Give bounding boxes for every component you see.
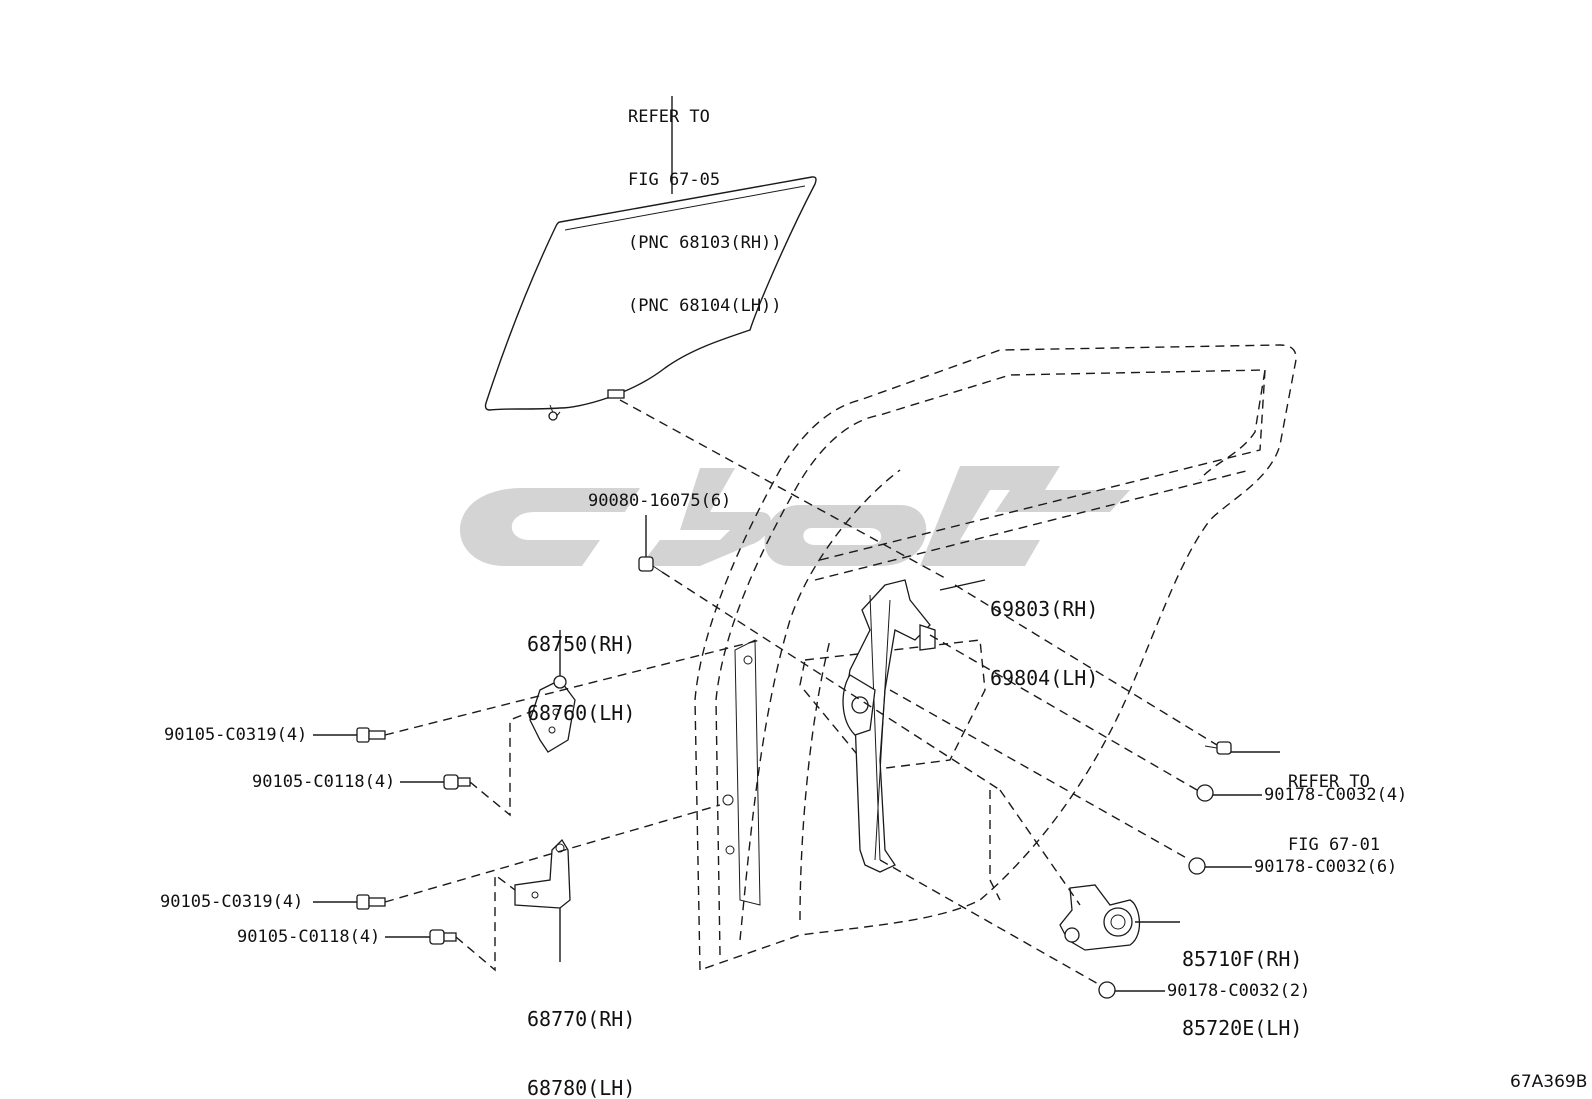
nut-ref-line-2: FIG 67-01 — [1288, 835, 1381, 855]
window-regulator — [842, 579, 936, 873]
lower-hinge-label: 68770(RH) 68780(LH) — [527, 962, 635, 1099]
glass-ref-line-4: (PNC 68104(LH)) — [628, 296, 782, 316]
upper-hinge-rh: 68750(RH) — [527, 632, 636, 656]
regulator-label: 69803(RH) 69804(LH) — [990, 552, 1098, 713]
motor-lh: 85720E(LH) — [1182, 1016, 1303, 1040]
motor-label: 85710F(RH) 85720E(LH) — [1182, 902, 1302, 1063]
fasteners — [313, 515, 1280, 999]
bolt-c0118-lower-label: 90105-C0118(4) — [237, 927, 381, 947]
glass-ref-line-3: (PNC 68103(RH)) — [628, 233, 782, 253]
bolt-c0319-lower-label: 90105-C0319(4) — [160, 892, 304, 912]
lower-hinge-rh: 68770(RH) — [527, 1007, 636, 1031]
glass-ref-line-1: REFER TO — [628, 107, 710, 127]
upper-hinge — [529, 630, 576, 753]
bolt-top-label: 90080-16075(6) — [588, 491, 732, 511]
lower-hinge-lh: 68780(LH) — [527, 1076, 636, 1099]
nut-reference-note: REFER TO FIG 67-01 — [1288, 730, 1380, 877]
watermark-logo — [459, 466, 1130, 566]
upper-hinge-lh: 68760(LH) — [527, 701, 636, 725]
nut-2-label: 90178-C0032(2) — [1167, 981, 1311, 1001]
glass-reference-note: REFER TO FIG 67-05 (PNC 68103(RH)) (PNC … — [628, 65, 782, 338]
bolt-c0118-upper-label: 90105-C0118(4) — [252, 772, 396, 792]
assembly-lines — [384, 399, 1218, 986]
nut-6-label: 90178-C0032(6) — [1254, 857, 1398, 877]
motor-rh: 85710F(RH) — [1182, 947, 1303, 971]
lower-hinge — [514, 838, 571, 962]
nut-4-label: 90178-C0032(4) — [1264, 785, 1408, 805]
nut-ref-line-1: REFER TO — [1288, 772, 1370, 792]
door-outline — [694, 344, 1297, 971]
door-glass — [484, 96, 817, 421]
regulator-rh: 69803(RH) — [990, 597, 1099, 621]
bolt-c0319-upper-label: 90105-C0319(4) — [164, 725, 308, 745]
regulator-motor — [1059, 884, 1180, 951]
regulator-lh: 69804(LH) — [990, 666, 1099, 690]
upper-hinge-label: 68750(RH) 68760(LH) — [527, 587, 635, 748]
glass-ref-line-2: FIG 67-05 — [628, 170, 721, 190]
figure-code: 67A369B — [1510, 1072, 1588, 1092]
